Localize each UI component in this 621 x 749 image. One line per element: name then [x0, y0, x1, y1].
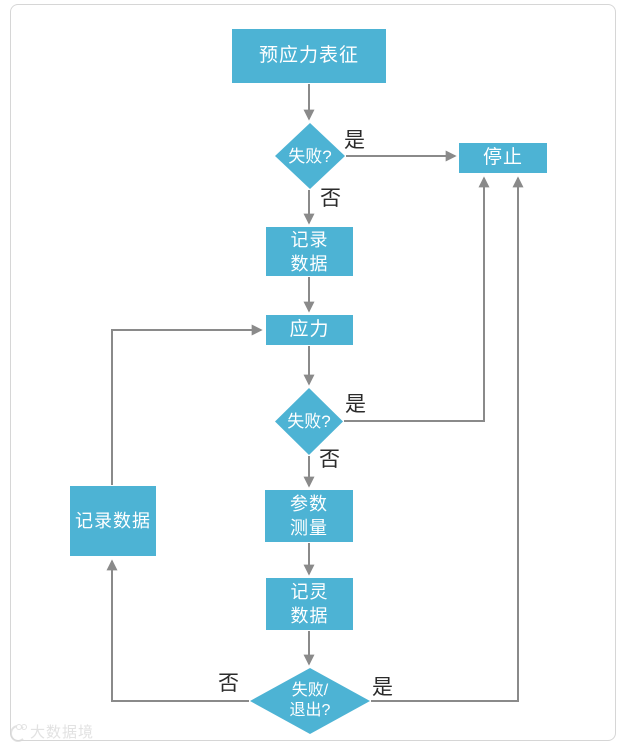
node-parameter-measurement-line2: 测量: [290, 518, 328, 538]
node-stress: 应力: [266, 315, 353, 345]
edge-label-decision1-yes: 是: [344, 129, 365, 152]
edge-label-decision2-no: 否: [319, 448, 340, 471]
node-parameter-measurement-line1: 参数: [290, 494, 328, 514]
edge-label-decision2-yes: 是: [345, 393, 366, 416]
node-record-data-top-line1: 记录: [290, 229, 329, 250]
node-parameter-measurement: 参数 测量: [265, 490, 353, 542]
node-record-data-top-line2: 数据: [290, 253, 329, 274]
node-record-data-left: 记录数据: [70, 486, 156, 556]
node-stop: 停止: [459, 143, 547, 173]
watermark-text: 大数据境: [30, 724, 95, 741]
node-record-data-bottom-line2: 数据: [290, 606, 329, 626]
edge-label-decision1-no: 否: [320, 187, 341, 210]
decision-failed-or-exit-line1: 失败/: [291, 682, 329, 699]
node-prestress-characterization: 预应力表征: [232, 29, 386, 83]
node-record-data-top: 记录 数据: [266, 227, 353, 276]
edge-label-decision3-yes: 是: [372, 676, 393, 699]
node-record-data-bottom: 记灵 数据: [266, 578, 353, 630]
edge-label-decision3-no: 否: [218, 672, 239, 695]
watermark: 大数据境: [10, 721, 94, 742]
watermark-logo-icon: [10, 724, 27, 742]
decision-failed-or-exit-line2: 退出?: [289, 702, 331, 719]
node-record-data-bottom-line1: 记灵: [290, 582, 329, 602]
